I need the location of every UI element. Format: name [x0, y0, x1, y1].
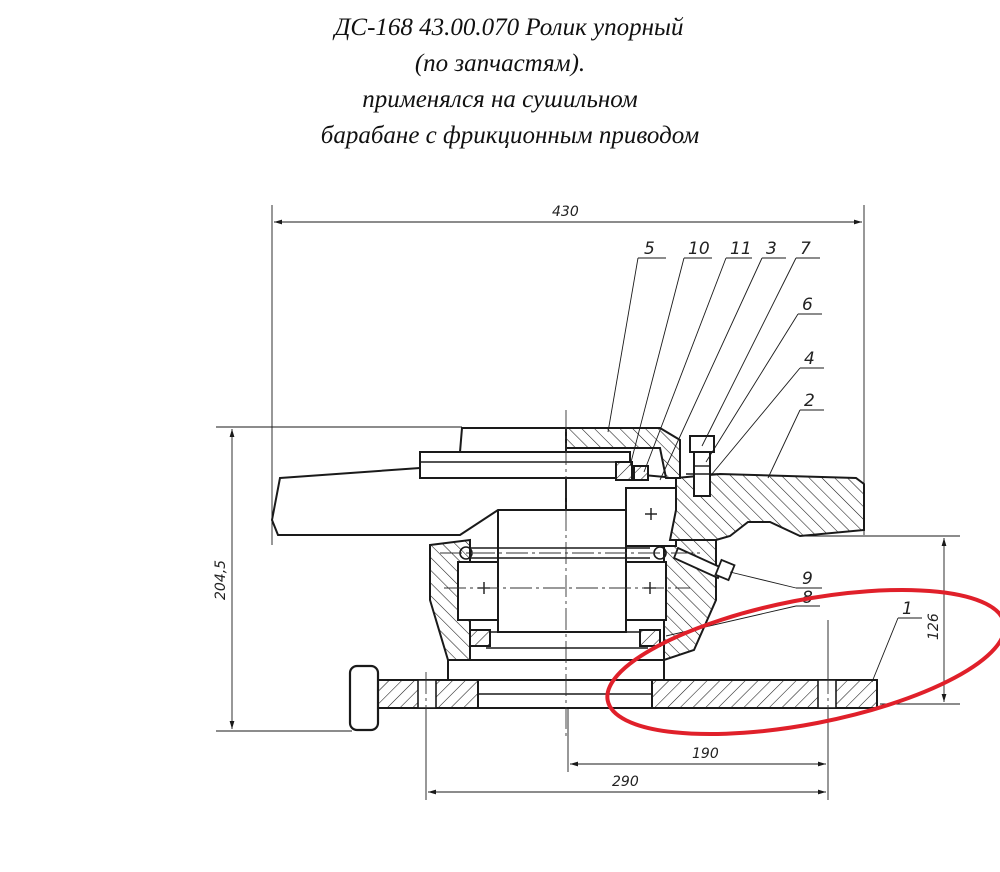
dimension-label-430: 430 [552, 204, 579, 220]
title-line-4: барабане с фрикционным приводом [320, 122, 700, 149]
highlight-ellipse [605, 587, 1000, 737]
title-block: ДС-168 43.00.070 Ролик упорный (по запча… [0, 10, 1000, 154]
dimension-430: 430 [271, 204, 865, 545]
part-number-4: 4 [804, 349, 815, 369]
part-number-7: 7 [800, 239, 811, 259]
part-number-1: 1 [902, 599, 913, 619]
dimension-label-290: 290 [612, 774, 639, 790]
part-number-11: 11 [730, 239, 752, 259]
grease-fitting [672, 546, 736, 582]
part-number-10: 10 [688, 239, 710, 259]
part-number-9: 9 [802, 569, 813, 589]
part-number-3: 3 [766, 239, 777, 259]
dimension-126: 126 [800, 535, 960, 705]
title-line-2: (по запчастям). [414, 50, 586, 77]
dimension-190: 190 [567, 620, 829, 800]
dimension-290: 290 [425, 700, 826, 800]
part-callouts: 5 10 11 3 7 6 4 [607, 239, 922, 683]
bolt [686, 435, 718, 497]
top-cap [419, 427, 681, 481]
dimension-label-204-5: 204,5 [213, 560, 229, 600]
title-line-1: ДС-168 43.00.070 Ролик упорный [334, 14, 684, 41]
roller-disk [270, 466, 865, 541]
part-number-5: 5 [644, 239, 655, 259]
dimension-204-5: 204,5 [213, 426, 462, 732]
center-axes [425, 410, 829, 740]
bearing-assembly [457, 487, 677, 647]
title-line-3: применялся на сушильном [362, 86, 638, 113]
dimension-label-190: 190 [692, 746, 719, 762]
part-number-2: 2 [804, 391, 815, 411]
part-number-6: 6 [802, 295, 813, 315]
base-plate [348, 664, 878, 732]
dimension-label-126: 126 [926, 613, 942, 640]
